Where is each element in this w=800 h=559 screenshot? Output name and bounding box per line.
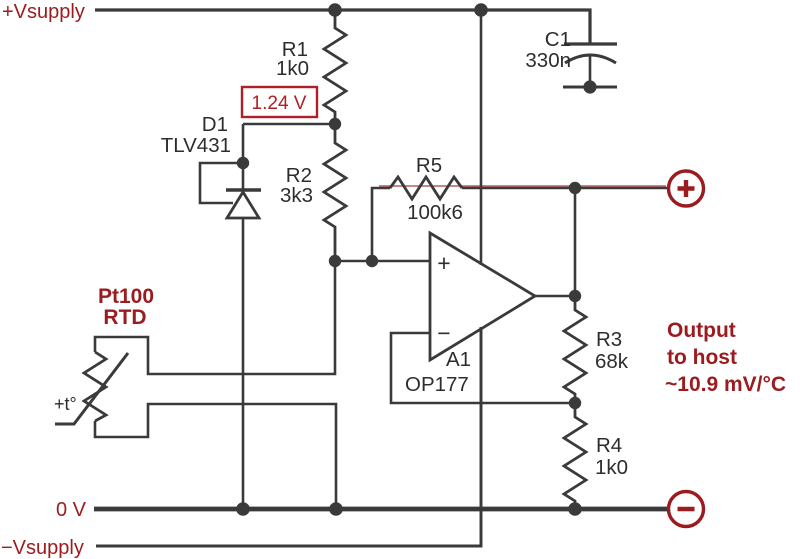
- a1-label: A1: [446, 348, 471, 371]
- reference-voltage-box: 1.24 V: [240, 85, 319, 119]
- negative-terminal: [666, 489, 706, 529]
- opamp-minus-input-label: −: [437, 320, 450, 346]
- r1-value: 1k0: [276, 57, 309, 80]
- rtd-upper-lead-wire: [93, 261, 337, 376]
- r4-value: 1k0: [595, 456, 628, 479]
- positive-terminal: [666, 169, 706, 208]
- junction-dot: [568, 502, 582, 516]
- junction-dot: [583, 80, 597, 94]
- resistor-r5: R5 100k6: [370, 154, 668, 261]
- rtd-temp-label: +t°: [54, 394, 77, 414]
- junction-dot: [328, 254, 342, 268]
- r5-left-lead: [370, 186, 390, 261]
- r4-zigzag: [561, 403, 589, 509]
- r2-label: R2: [286, 164, 312, 187]
- rtd-lower-lead-wire: [93, 402, 338, 509]
- junction-dot: [328, 117, 342, 131]
- resistor-r3: R3 68k: [561, 296, 629, 403]
- junction-dot: [329, 502, 343, 516]
- r1-zigzag: [321, 10, 349, 124]
- junction-dot: [236, 156, 250, 170]
- a1-part-label: OP177: [405, 373, 469, 396]
- c1-label: C1: [545, 28, 571, 51]
- d1-triangle: [224, 189, 262, 220]
- junction-dots: [236, 3, 597, 516]
- opamp-triangle: [428, 230, 538, 363]
- d1-ref-loop-wire: [198, 161, 243, 205]
- junction-dot: [474, 3, 488, 17]
- junction-dot: [568, 289, 582, 303]
- shunt-regulator-d1: D1 TLV431: [161, 113, 262, 509]
- rtd-arrow: [55, 352, 130, 426]
- positive-supply-rail: [95, 8, 592, 44]
- negative-supply-label: −Vsupply: [1, 537, 84, 559]
- d1-label: D1: [202, 113, 228, 136]
- r3-zigzag: [561, 296, 589, 403]
- rtd-pt100: Pt100 RTD +t°: [54, 261, 338, 509]
- junction-dot: [236, 502, 250, 516]
- output-annotation: Output to host ~10.9 mV/°C: [665, 319, 786, 396]
- positive-supply-label: +Vsupply: [2, 1, 85, 23]
- negative-supply-rail: [96, 327, 483, 548]
- opamp-a1: + − A1 OP177: [335, 230, 575, 546]
- r3-value: 68k: [595, 350, 629, 373]
- junction-dot: [568, 181, 582, 195]
- c1-value: 330n: [525, 49, 571, 72]
- opamp-plus-input-label: +: [437, 250, 450, 276]
- resistor-r1: R1 1k0: [276, 10, 349, 124]
- d1-part-label: TLV431: [161, 134, 231, 157]
- ground-label: 0 V: [56, 499, 87, 521]
- r1-label: R1: [282, 38, 308, 61]
- rtd-label: RTD: [103, 306, 146, 329]
- r5-zigzag: [388, 174, 464, 202]
- reference-voltage-frame: [240, 85, 319, 119]
- pt100-label: Pt100: [98, 285, 154, 308]
- resistor-r4: R4 1k0: [561, 403, 628, 509]
- r2-value: 3k3: [280, 184, 313, 207]
- output-annotation-line1: Output: [667, 319, 736, 342]
- output-annotation-line2: to host: [667, 346, 737, 369]
- r3-label: R3: [596, 328, 622, 351]
- output-annotation-line3: ~10.9 mV/°C: [665, 373, 786, 396]
- resistor-r2: R2 3k3: [280, 124, 349, 261]
- rtd-zigzag: [81, 350, 109, 423]
- r5-label: R5: [416, 154, 442, 177]
- junction-dot: [365, 254, 379, 268]
- c1-curved-plate: [564, 53, 617, 65]
- r2-zigzag: [321, 124, 349, 261]
- junction-dot: [328, 3, 342, 17]
- reference-voltage-label: 1.24 V: [252, 93, 307, 114]
- junction-dot: [568, 396, 582, 410]
- plus-terminal-icon: [677, 180, 695, 197]
- r5-value: 100k6: [407, 201, 463, 224]
- capacitor-c1: C1 330n: [525, 28, 617, 89]
- r4-label: R4: [596, 434, 622, 457]
- feedback-wire: [389, 331, 575, 405]
